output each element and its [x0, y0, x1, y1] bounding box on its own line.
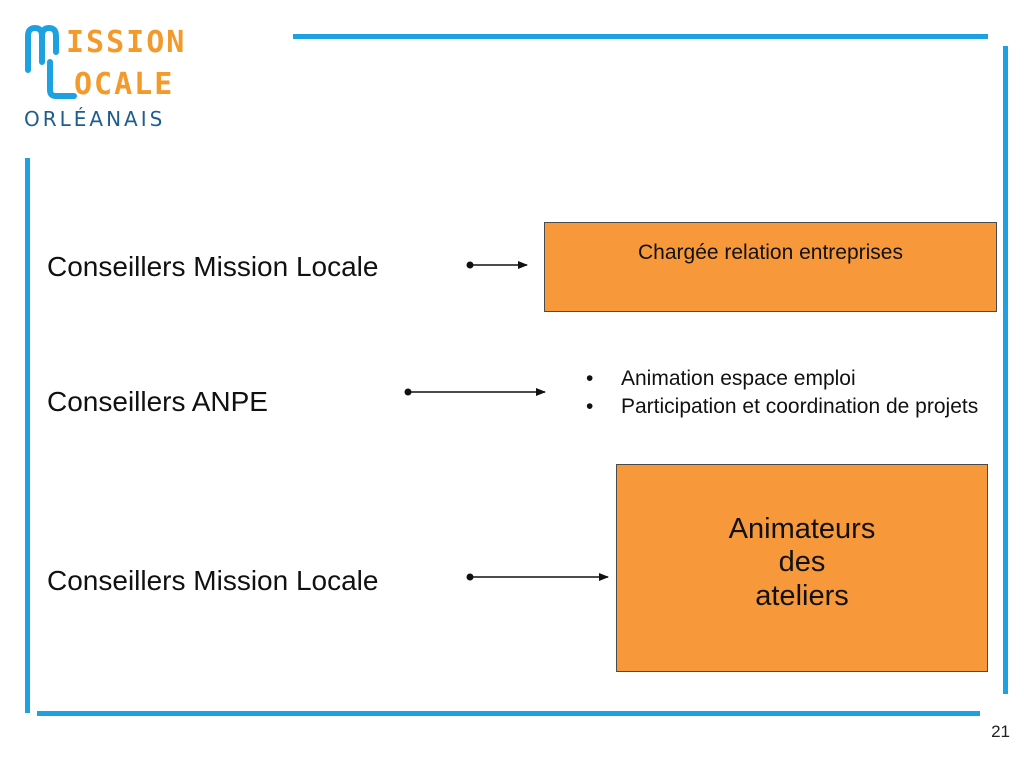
arrow-row-2 — [404, 388, 546, 396]
logo-text-orleanais: ORLÉANAIS — [24, 107, 165, 131]
mission-locale-logo: ISSION OCALE ORLÉANAIS — [22, 22, 222, 132]
bullet-item: • Animation espace emploi — [580, 367, 990, 391]
box-relation-text: Chargée relation entreprises — [638, 241, 903, 264]
bullet-dot: • — [586, 367, 594, 390]
arrow-row-1 — [466, 261, 528, 269]
logo-graphic: ISSION OCALE ORLÉANAIS — [24, 24, 186, 131]
arrow-row-3 — [466, 573, 609, 581]
box-chargee-relation-entreprises: Chargée relation entreprises — [544, 222, 997, 312]
box-animateurs-line-3: ateliers — [755, 579, 849, 612]
arrow-1-dot — [466, 261, 474, 269]
logo-text-locale: OCALE — [74, 67, 174, 102]
arrow-3-dot — [466, 573, 474, 581]
label-conseillers-anpe: Conseillers ANPE — [47, 386, 268, 417]
arrow-2-dot — [404, 388, 412, 396]
logo-text-mission: ISSION — [66, 25, 186, 60]
box-animateurs-des-ateliers: Animateurs des ateliers — [616, 464, 988, 672]
frame-top-line — [293, 34, 988, 39]
frame-bottom-line — [37, 711, 980, 716]
box-animateurs-line-2: des — [778, 546, 826, 579]
box-animateurs-line-1: Animateurs — [728, 513, 876, 545]
label-conseillers-mission-locale-1: Conseillers Mission Locale — [47, 251, 379, 282]
frame-right-line — [1003, 46, 1008, 694]
page-number: 21 — [991, 722, 1010, 741]
bullet-list: • Animation espace emploi • Participatio… — [580, 367, 990, 423]
bullet-dot: • — [586, 395, 594, 418]
bullet-item: • Participation et coordination de proje… — [580, 395, 990, 419]
frame-left-line — [25, 158, 30, 713]
logo-m-icon — [25, 24, 59, 73]
label-conseillers-mission-locale-2: Conseillers Mission Locale — [47, 565, 379, 596]
bullet-text: Participation et coordination de projets — [621, 395, 979, 418]
logo-l-icon — [47, 59, 77, 99]
bullet-text: Animation espace emploi — [621, 367, 856, 390]
